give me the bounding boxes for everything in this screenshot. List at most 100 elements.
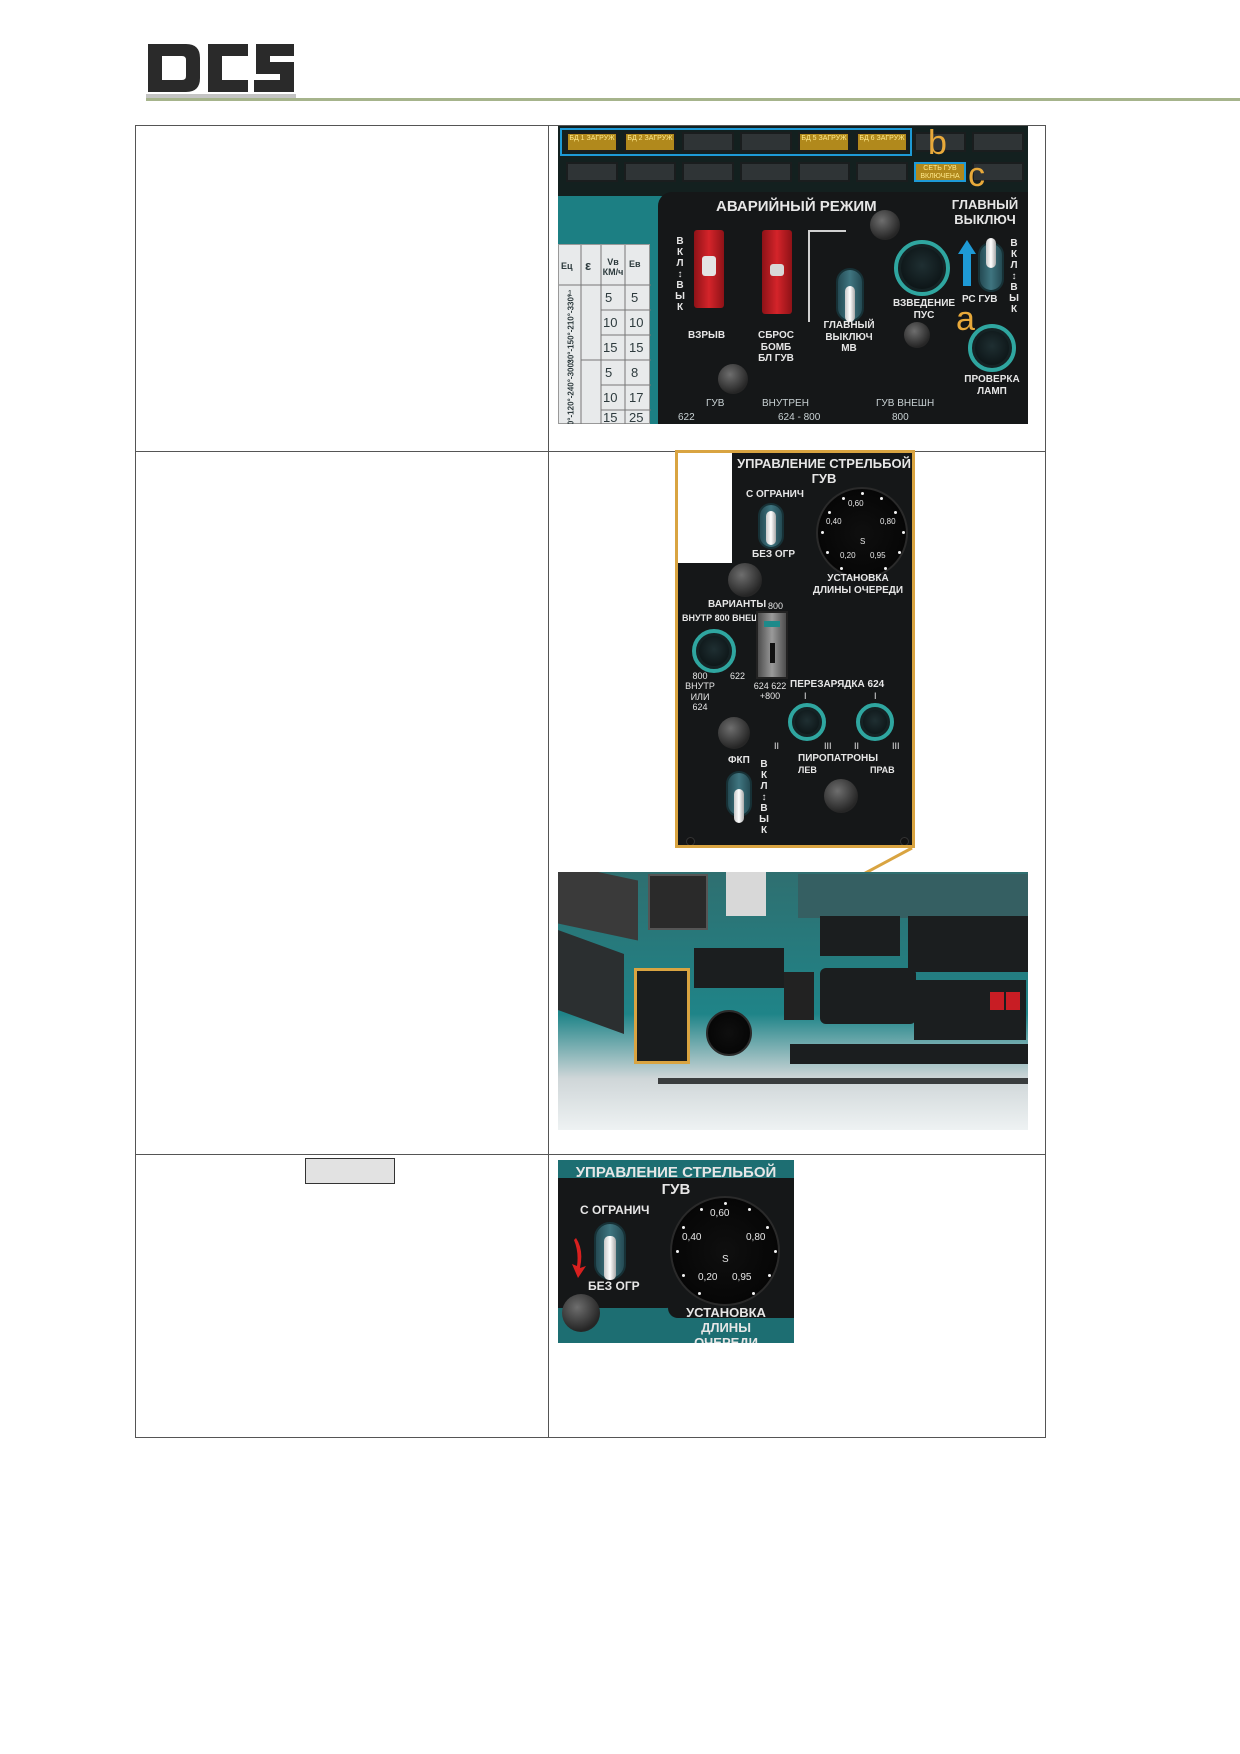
panel1-knob-top[interactable] — [870, 210, 900, 240]
reference-card-grid — [559, 245, 651, 424]
card-header-ev: Ев — [629, 259, 641, 269]
detail-burst-label: УСТАНОВКА ДЛИНЫ ОЧЕРЕДИ — [686, 1305, 766, 1343]
detail-dial-080: 0,80 — [746, 1232, 766, 1243]
up-arrow-icon — [958, 240, 976, 286]
detail-limit-switch-lever[interactable] — [604, 1236, 616, 1280]
lamp-bd3 — [682, 132, 734, 152]
bottom-label-guv-ext: ГУВ ВНЕШН — [876, 398, 935, 409]
lamp-row1-7 — [914, 132, 966, 152]
lamp-row2-3 — [682, 162, 734, 182]
variant-624-622-800: 624 622 +800 — [753, 681, 787, 702]
cockpit-overview-image — [558, 872, 1028, 1130]
reload-left-I: I — [804, 691, 807, 701]
card-cell-r4c2: 8 — [631, 365, 639, 380]
card-cell-r1c2: 5 — [631, 290, 639, 305]
variant-selector[interactable] — [692, 629, 736, 673]
limit-on-label: С ОГРАНИЧ — [746, 489, 804, 500]
detail-knob[interactable] — [562, 1294, 600, 1332]
card-cell-r5c2: 17 — [629, 390, 644, 405]
panel1-knob-bottom[interactable] — [718, 364, 748, 394]
reload-label: ПЕРЕЗАРЯДКА 624 — [790, 679, 885, 690]
row2-text-cell — [136, 451, 548, 1154]
explosion-switch-guard[interactable] — [694, 230, 724, 308]
dial-095: 0,95 — [870, 551, 886, 560]
detail-limit-on: С ОГРАНИЧ — [580, 1203, 650, 1217]
guv-fire-control-detail-image: УПРАВЛЕНИЕ СТРЕЛЬБОЙ ГУВ С ОГРАНИЧ БЕЗ О… — [558, 1160, 794, 1343]
detail-burst-dial[interactable]: 0,60 0,40 0,80 S 0,20 0,95 — [670, 1196, 780, 1306]
detail-limit-off: БЕЗ ОГР — [588, 1279, 640, 1293]
arming-button[interactable] — [894, 240, 950, 296]
limit-switch-lever[interactable] — [766, 511, 776, 545]
reload-left-button[interactable] — [788, 703, 826, 741]
card-band1: 30°-150°-210°-330° — [566, 293, 576, 364]
explosion-label: ВЗРЫВ — [688, 330, 726, 341]
fire-control-knob-2[interactable] — [718, 717, 750, 749]
lamp-bd1: БД 1 ЗАГРУЖ — [566, 132, 618, 152]
limit-off-label: БЕЗ ОГР — [752, 549, 796, 560]
lamp-bd2: БД 2 ЗАГРУЖ — [624, 132, 676, 152]
main-switch-mv-label: ГЛАВНЫЙ ВЫКЛЮЧ МВ — [823, 320, 875, 354]
card-cell-r6c1: 15 — [603, 410, 618, 424]
detail-dial-s: S — [722, 1254, 729, 1265]
lamp-row2-5 — [798, 162, 850, 182]
row3-text-cell — [136, 1154, 548, 1439]
fire-control-title: УПРАВЛЕНИЕ СТРЕЛЬБОЙ ГУВ — [737, 456, 911, 486]
card-cell-r3c1: 15 — [603, 340, 618, 355]
burst-length-dial[interactable]: 0,60 0,40 0,80 S 0,20 0,95 — [816, 487, 908, 579]
fkp-switch-lever[interactable] — [734, 789, 744, 823]
card-ec-col: 1 — [567, 289, 573, 298]
button-placeholder[interactable] — [305, 1158, 395, 1184]
lamp-row2-6 — [856, 162, 908, 182]
variant-800-internal-624: 800 ВНУТР ИЛИ 624 — [685, 671, 715, 713]
squibs-right: ПРАВ — [870, 765, 895, 775]
arming-label: ВЗВЕДЕНИЕ ПУС — [892, 298, 956, 321]
rs-guv-switch-lever[interactable] — [986, 238, 996, 268]
rs-guv-vertical: ВКЛ↕ВЫК — [1009, 238, 1019, 315]
bottom-num-624-800: 624 - 800 — [778, 412, 821, 423]
lamp-row1-8 — [972, 132, 1024, 152]
bomb-release-switch-guard[interactable] — [762, 230, 792, 314]
card-band2: 60°-120°-240°-300° — [566, 359, 576, 424]
lamp-test-button[interactable] — [968, 324, 1016, 372]
bottom-label-guv: ГУВ — [706, 398, 725, 409]
card-header-ec: Ец — [561, 261, 573, 271]
squibs-label: ПИРОПАТРОНЫ — [798, 753, 879, 764]
card-cell-r3c2: 15 — [629, 340, 644, 355]
fire-control-knob-3[interactable] — [824, 779, 858, 813]
bottom-num-800: 800 — [892, 412, 909, 423]
reload-right-button[interactable] — [856, 703, 894, 741]
bomb-release-label: СБРОС БОМБ БЛ ГУВ — [758, 330, 794, 364]
card-cell-r6c2: 25 — [629, 410, 644, 424]
reload-right-III: III — [892, 741, 900, 751]
document-table — [135, 125, 1046, 1438]
main-switch-title: ГЛАВНЫЙ ВЫКЛЮЧ — [951, 197, 1019, 227]
card-cell-r1c1: 5 — [605, 290, 613, 305]
dial-040: 0,40 — [826, 517, 842, 526]
callout-a-letter: a — [956, 300, 975, 338]
lamp-row2-2 — [624, 162, 676, 182]
fkp-label: ФКП — [728, 755, 750, 766]
variant-800-top: 800 — [768, 601, 784, 611]
reload-right-II: II — [854, 741, 860, 751]
column-divider — [548, 126, 549, 1437]
card-cell-r2c2: 10 — [629, 315, 644, 330]
lamp-row2-4 — [740, 162, 792, 182]
header-rule — [146, 98, 1240, 101]
lamp-bd6: БД 6 ЗАГРУЖ — [856, 132, 908, 152]
fkp-vertical: ВКЛ↕ВЫК — [759, 759, 769, 836]
row-divider-2 — [136, 1154, 1045, 1155]
dial-080: 0,80 — [880, 517, 896, 526]
callout-b-letter: b — [928, 126, 947, 162]
variant-slide-switch[interactable] — [756, 611, 788, 679]
bottom-label-internal: ВНУТРЕН — [762, 398, 809, 409]
lamp-row2-1 — [566, 162, 618, 182]
guv-fire-control-image: УПРАВЛЕНИЕ СТРЕЛЬБОЙ ГУВ С ОГРАНИЧ БЕЗ О… — [675, 450, 915, 848]
dial-020: 0,20 — [840, 551, 856, 560]
bottom-num-622: 622 — [678, 412, 695, 423]
variants-label: ВАРИАНТЫ — [708, 599, 767, 610]
dial-060: 0,60 — [848, 499, 864, 508]
panel1-knob-mid[interactable] — [904, 322, 930, 348]
fire-control-knob-1[interactable] — [728, 563, 762, 597]
card-header-e: ε — [585, 258, 592, 273]
main-switch-mv-lever[interactable] — [845, 286, 855, 322]
